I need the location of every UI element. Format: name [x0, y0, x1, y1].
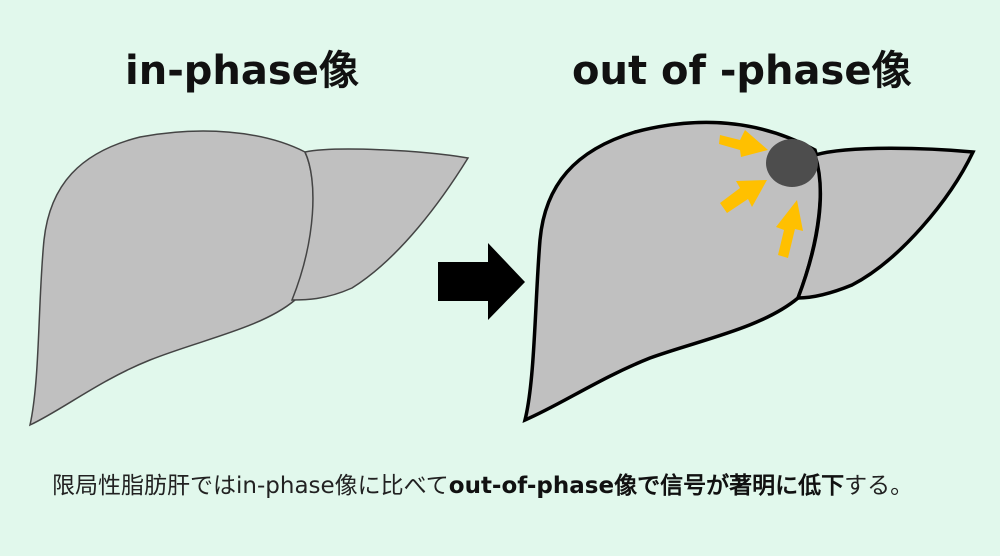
caption-text-end: する。: [844, 473, 914, 499]
arrow-icon: [720, 180, 767, 213]
caption-emphasis: out-of-phase像で信号が著明に低下: [448, 473, 845, 499]
arrow-icon: [719, 130, 768, 157]
in-phase-title: in-phase像: [125, 48, 359, 94]
arrow-icon: [776, 200, 803, 258]
liver-in-phase: [28, 130, 470, 427]
caption-text: 限局性脂肪肝ではin-phase像に比べて: [52, 473, 449, 499]
caption: 限局性脂肪肝ではin-phase像に比べてout-of-phase像で信号が著明…: [52, 470, 932, 503]
fatty-lesion: [766, 139, 818, 187]
liver-out-of-phase: [522, 120, 976, 423]
highlight-arrows: [719, 130, 803, 258]
right-arrow-icon: [438, 243, 525, 320]
out-of-phase-title: out of -phase像: [572, 48, 912, 94]
